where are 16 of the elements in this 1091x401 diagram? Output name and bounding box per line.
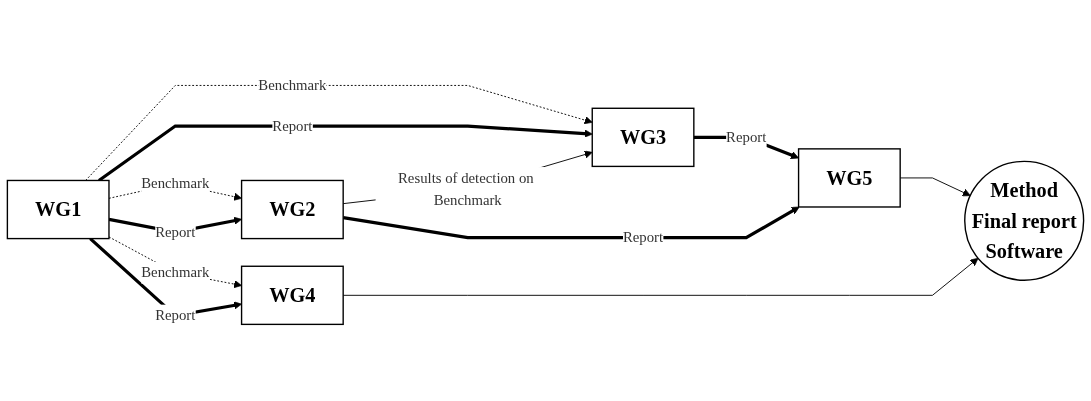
node-box: WG1 bbox=[6, 179, 110, 240]
edge-label: Results of detection on Benchmark bbox=[398, 169, 534, 208]
arrow bbox=[98, 124, 593, 182]
edge-label: Benchmark bbox=[141, 175, 210, 192]
node-circle: Method Final report Software bbox=[964, 160, 1085, 281]
edge-label: Report bbox=[622, 229, 664, 246]
edge-label: Benchmark bbox=[258, 77, 327, 93]
edge-label: Benchmark bbox=[141, 264, 210, 281]
edge-label: Report bbox=[155, 223, 196, 240]
node-box: WG5 bbox=[797, 148, 901, 208]
edge-label: Report bbox=[272, 117, 313, 134]
edge-label: Report bbox=[155, 307, 196, 323]
node-box: WG4 bbox=[240, 265, 344, 326]
node-box: WG3 bbox=[591, 107, 695, 168]
edge-label: Report bbox=[726, 129, 767, 145]
node-box: WG2 bbox=[240, 179, 344, 240]
